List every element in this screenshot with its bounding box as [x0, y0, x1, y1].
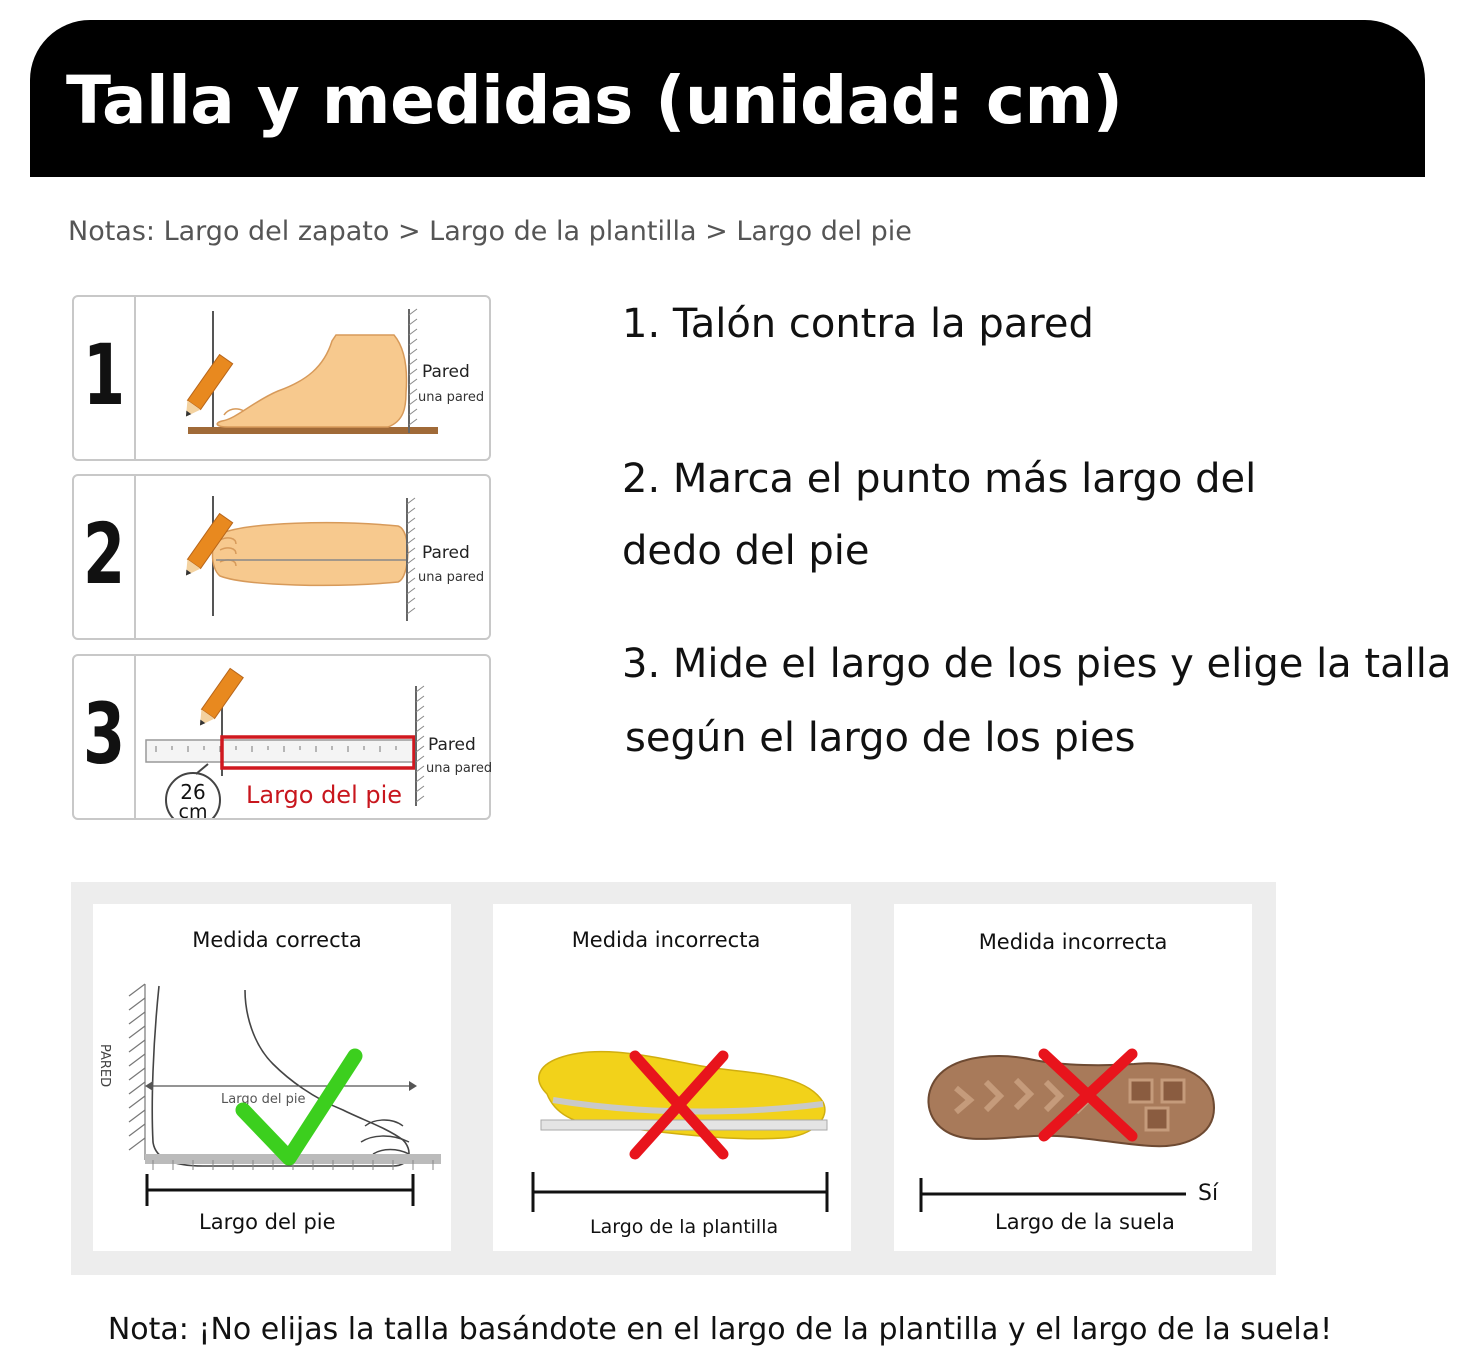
pencil-icon	[185, 353, 234, 417]
wall-vertical-label: PARED	[97, 1044, 112, 1087]
insole-measure-card: Medida incorrecta Largo de la plantilla	[493, 904, 851, 1251]
step-card-2: 2 Pared una pared	[72, 474, 491, 640]
wall-label: Pared	[428, 735, 476, 755]
tape-measure	[540, 1119, 828, 1131]
instruction-step-3-line-1: 3. Mide el largo de los pies y elige la …	[622, 641, 1452, 687]
wall-sublabel: una pared	[418, 390, 484, 405]
bar-label: Largo del pie	[199, 1210, 336, 1234]
header-banner: Talla y medidas (unidad: cm)	[30, 20, 1425, 177]
instruction-step-2-line-2: dedo del pie	[622, 528, 870, 574]
sole-measure-illustration: Sí	[919, 1048, 1219, 1212]
step-number: 1	[82, 326, 126, 424]
step-number: 3	[82, 685, 126, 783]
pencil-icon	[199, 667, 244, 726]
card-title: Medida incorrecta	[571, 928, 761, 952]
check-icon	[235, 1048, 363, 1166]
size-badge	[165, 772, 221, 818]
notes-text: Notas: Largo del zapato > Largo de la pl…	[68, 216, 912, 247]
card-title: Medida correcta	[192, 928, 362, 952]
step-card-3: 3 Pared una pared 26 cm	[72, 654, 491, 820]
inner-foot-length-label: Largo del pie	[221, 1092, 306, 1107]
wall-label: Pared	[422, 543, 470, 563]
instruction-step-3-line-2: según el largo de los pies	[625, 715, 1136, 761]
size-badge-value: 26	[180, 780, 205, 804]
card-title: Medida incorrecta	[978, 930, 1168, 954]
step-card-1: 1 Pared una pared	[72, 295, 491, 461]
instruction-step-1: 1. Talón contra la pared	[622, 301, 1094, 347]
instruction-step-2-line-1: 2. Marca el punto más largo del	[622, 456, 1257, 502]
step-number: 2	[82, 505, 126, 603]
step-2-illustration: Pared una pared	[185, 496, 484, 621]
foot-top-shape	[211, 521, 409, 587]
wall-label: Pared	[422, 362, 470, 382]
foot-length-label: Largo del pie	[246, 781, 402, 809]
step-3-illustration: Pared una pared 26 cm Largo del pie	[145, 667, 491, 818]
page-title: Talla y medidas (unidad: cm)	[66, 62, 1123, 139]
wall-sublabel: una pared	[418, 570, 484, 585]
sole-measure-card: Medida incorrecta Sí Largo de la suela	[894, 904, 1252, 1251]
step-number-cell: 2	[74, 476, 136, 638]
bar-label: Largo de la suela	[995, 1210, 1175, 1234]
side-label: Sí	[1198, 1181, 1219, 1206]
ruler	[145, 739, 417, 763]
floor-line	[188, 427, 438, 434]
correct-measure-illustration: PARED Largo del pie	[97, 983, 441, 1206]
pencil-icon	[185, 512, 234, 576]
step-number-cell: 3	[74, 656, 136, 818]
step-1-illustration: Pared una pared	[185, 308, 484, 434]
foot-side-shape	[216, 334, 408, 428]
foot-length-box	[220, 735, 416, 770]
wall-sublabel: una pared	[426, 761, 491, 776]
bar-label: Largo de la plantilla	[590, 1216, 779, 1238]
final-note: Nota: ¡No elijas la talla basándote en e…	[107, 1312, 1333, 1347]
step-number-cell: 1	[74, 297, 136, 459]
comparison-panel: Medida correcta PARED Largo del pie	[71, 882, 1276, 1275]
insole-measure-illustration	[531, 1050, 829, 1212]
correct-measure-card: Medida correcta PARED Largo del pie	[93, 904, 451, 1251]
size-badge-unit: cm	[179, 801, 208, 818]
